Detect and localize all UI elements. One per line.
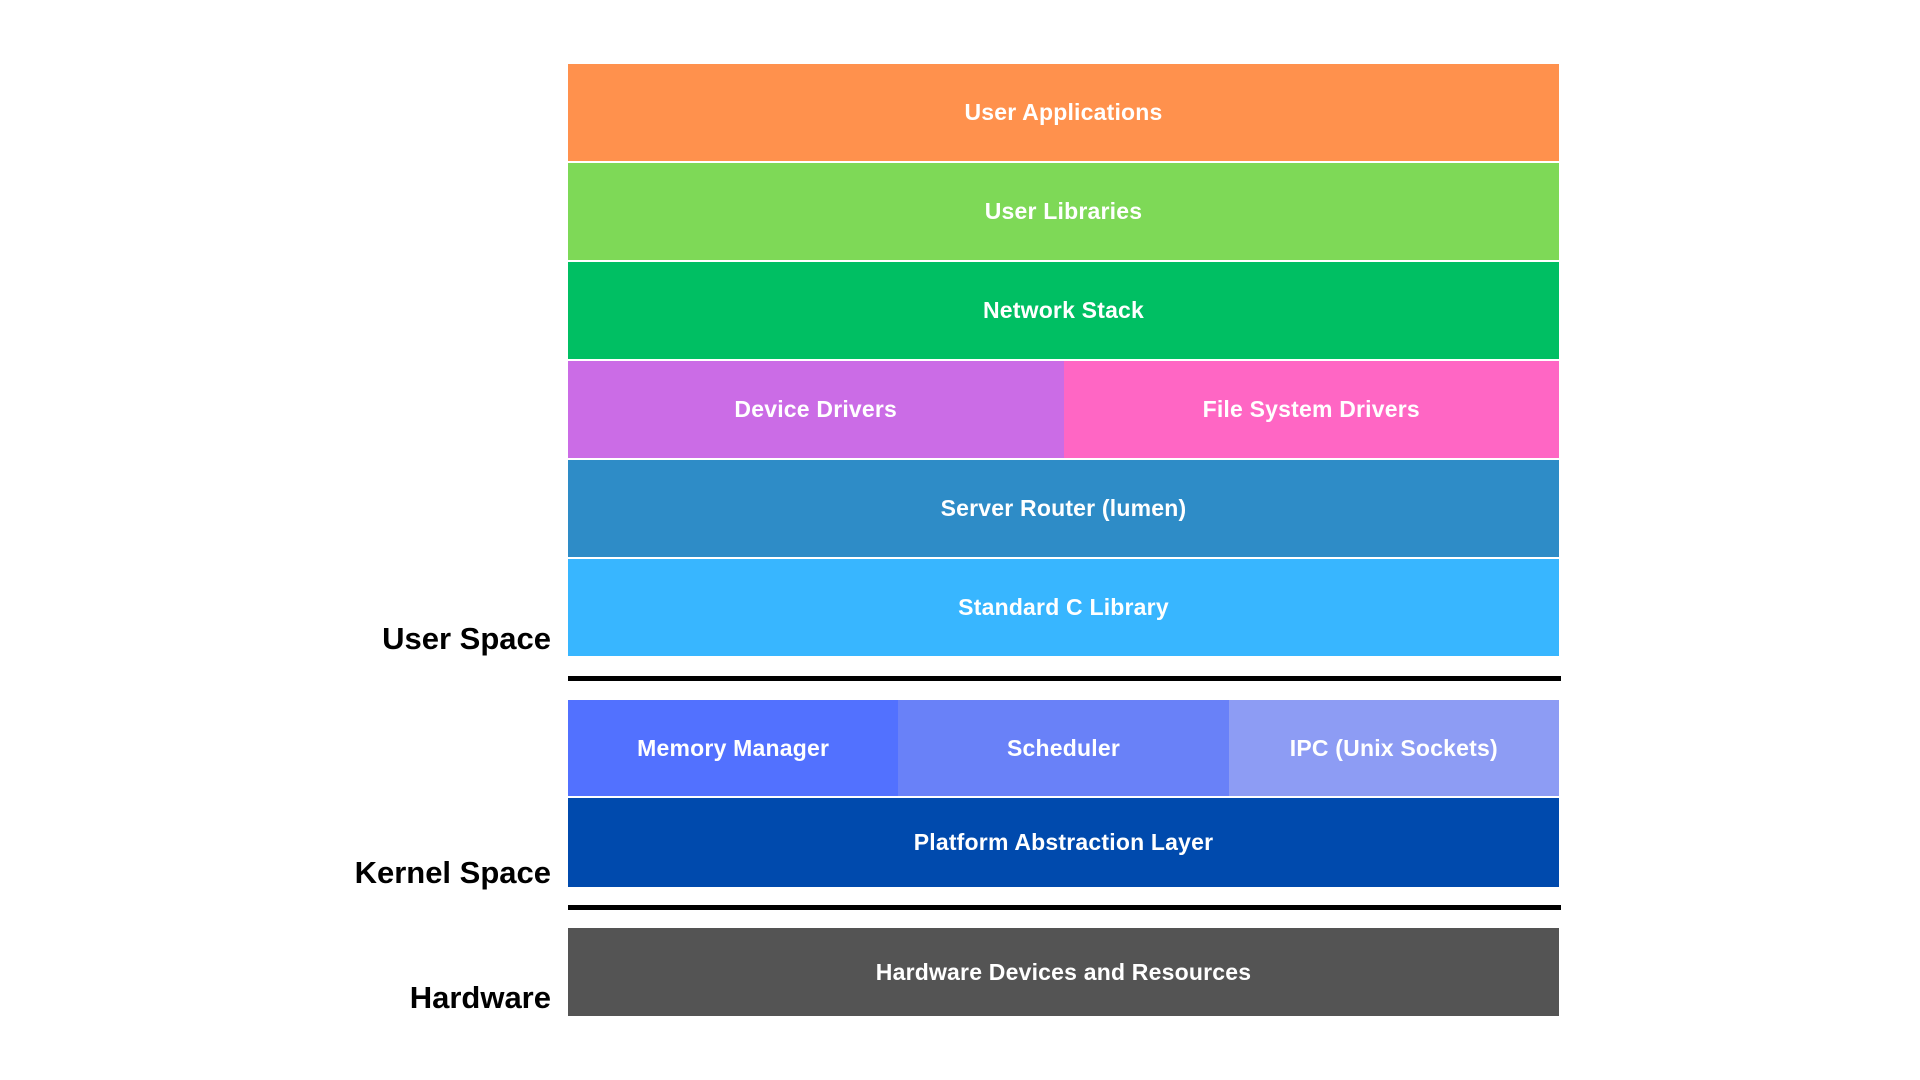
layer-cell-device-drivers: Device Drivers xyxy=(568,361,1064,458)
user-kernel-divider-line xyxy=(568,676,1561,681)
layer-cell-network-stack: Network Stack xyxy=(568,262,1559,359)
layer-cell-server-router-lumen: Server Router (lumen) xyxy=(568,460,1559,557)
layer-cell-scheduler: Scheduler xyxy=(898,700,1229,796)
layer-row-user-space-0: User Applications xyxy=(568,64,1559,161)
layer-cell-ipc-unix-sockets: IPC (Unix Sockets) xyxy=(1228,700,1559,796)
section-label-user-space: User Space xyxy=(382,621,551,656)
layer-row-user-space-1: User Libraries xyxy=(568,163,1559,260)
layer-cell-platform-abstraction-layer: Platform Abstraction Layer xyxy=(568,798,1559,887)
layer-row-hardware-0: Hardware Devices and Resources xyxy=(568,928,1559,1016)
section-label-kernel-space: Kernel Space xyxy=(354,855,551,890)
kernel-hardware-divider-line xyxy=(568,905,1561,910)
layer-cell-hardware-devices-and-resources: Hardware Devices and Resources xyxy=(568,928,1559,1016)
layer-cell-file-system-drivers: File System Drivers xyxy=(1063,361,1559,458)
layer-row-user-space-2: Network Stack xyxy=(568,262,1559,359)
layer-cell-standard-c-library: Standard C Library xyxy=(568,559,1559,656)
section-label-hardware: Hardware xyxy=(409,980,551,1015)
layer-row-kernel-space-1: Platform Abstraction Layer xyxy=(568,798,1559,887)
layer-row-user-space-5: Standard C Library xyxy=(568,559,1559,656)
layer-cell-user-applications: User Applications xyxy=(568,64,1559,161)
layer-row-user-space-4: Server Router (lumen) xyxy=(568,460,1559,557)
layer-cell-user-libraries: User Libraries xyxy=(568,163,1559,260)
layer-cell-memory-manager: Memory Manager xyxy=(568,700,899,796)
